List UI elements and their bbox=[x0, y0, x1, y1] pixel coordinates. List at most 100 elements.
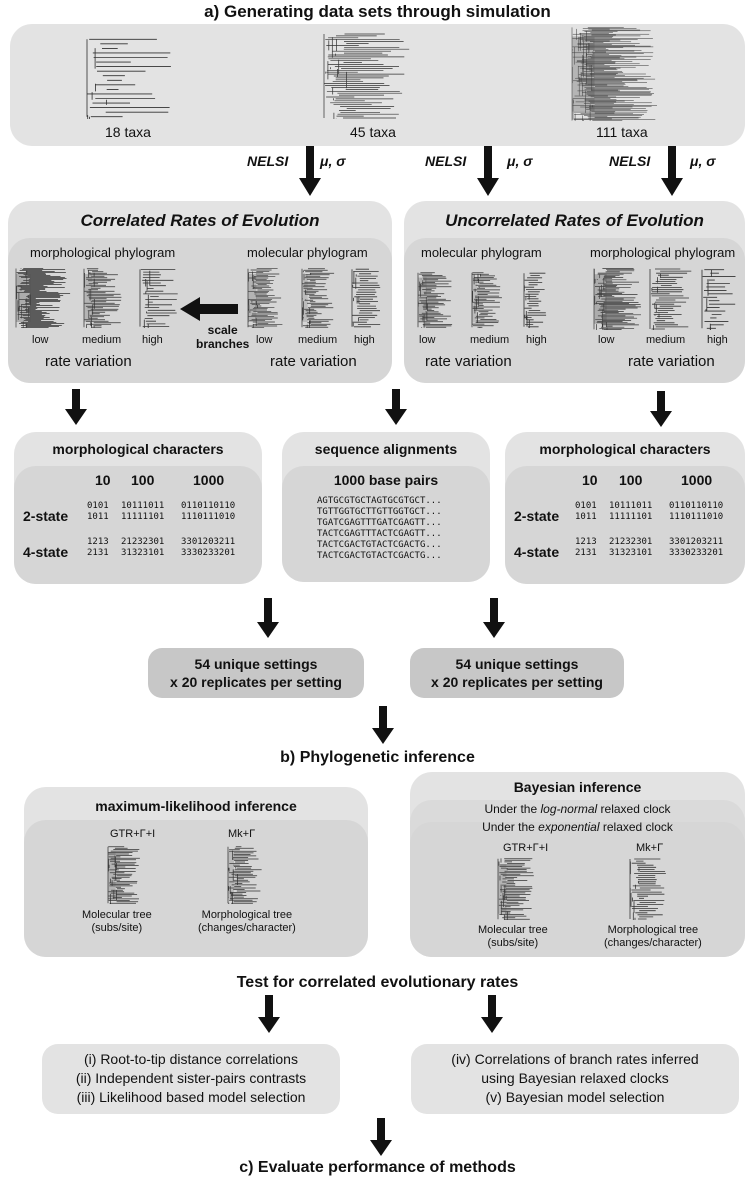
nelsi-label-3: NELSI bbox=[609, 153, 651, 169]
down-arrow-icon bbox=[481, 995, 503, 1033]
params-label-3: μ, σ bbox=[690, 153, 716, 169]
down-arrow-icon bbox=[477, 146, 499, 196]
uncorr-mol-tree-low bbox=[417, 272, 453, 328]
matrix-4s-100-r: 21232301 31323101 bbox=[609, 537, 653, 558]
test-iv-cont: using Bayesian relaxed clocks bbox=[481, 1070, 669, 1086]
morph-chars-right-inner bbox=[505, 466, 745, 584]
four-state-label-r: 4-state bbox=[514, 544, 560, 560]
matrix-2s-1000-r: 0110110110 1110111010 bbox=[669, 501, 724, 522]
ml-mol-unit: (subs/site) bbox=[91, 922, 143, 934]
corr-morph-label: morphological phylogram bbox=[30, 245, 176, 260]
matrix-4s-1000-r: 3301203211 3330233201 bbox=[669, 537, 724, 558]
corr-mol-label: molecular phylogram bbox=[247, 245, 368, 260]
matrix-4s-1000: 3301203211 3330233201 bbox=[181, 537, 236, 558]
bayes-inner-panel-2 bbox=[410, 822, 745, 957]
down-arrow-icon bbox=[258, 995, 280, 1033]
bayes-morph-unit: (changes/character) bbox=[604, 937, 702, 949]
bayes-mol-unit: (subs/site) bbox=[487, 937, 539, 949]
seq-align-inner bbox=[282, 466, 490, 582]
bayes-morph-tree bbox=[629, 858, 666, 920]
nelsi-label-1: NELSI bbox=[247, 153, 289, 169]
ml-mol-tree-label: Molecular tree bbox=[82, 909, 152, 921]
test-iii: (iii) Likelihood based model selection bbox=[76, 1089, 306, 1105]
down-arrow-icon bbox=[385, 389, 407, 425]
down-arrow-icon bbox=[650, 391, 672, 427]
bayes-model-mol: GTR+Γ+I bbox=[503, 842, 549, 854]
corr-morph-tree-low bbox=[15, 268, 71, 328]
settings-right-line2: x 20 replicates per setting bbox=[431, 674, 603, 690]
corr-mol-tree-high bbox=[351, 268, 381, 328]
four-state-label: 4-state bbox=[23, 544, 69, 560]
settings-right-line1: 54 unique settings bbox=[455, 656, 579, 672]
corr-mol-tree-medium bbox=[301, 268, 335, 328]
uncorr-rate-variation-right: rate variation bbox=[628, 353, 715, 370]
corr-morph-tree-medium bbox=[83, 268, 122, 328]
corr-right-low: low bbox=[256, 334, 273, 346]
section-c-title: c) Evaluate performance of methods bbox=[239, 1159, 516, 1176]
uncorr-right-medium: medium bbox=[646, 334, 686, 346]
taxa-label-18: 18 taxa bbox=[105, 124, 151, 140]
nelsi-label-2: NELSI bbox=[425, 153, 467, 169]
morph-chars-left-title: morphological characters bbox=[52, 441, 224, 457]
tests-left-text: (i) Root-to-tip distance correlations (ii… bbox=[42, 1050, 340, 1107]
ml-morph-caption: Morphological tree(changes/character) bbox=[198, 909, 296, 935]
matrix-2s-100-r: 10111011 11111101 bbox=[609, 501, 653, 522]
tree-45-taxa bbox=[323, 33, 410, 119]
settings-right-text: 54 unique settings x 20 replicates per se… bbox=[410, 655, 624, 691]
uncorr-right-low: low bbox=[598, 334, 615, 346]
down-arrow-icon bbox=[372, 706, 394, 744]
down-arrow-icon bbox=[370, 1118, 392, 1156]
bayes-clock2-pre: Under the bbox=[482, 820, 539, 834]
uncorr-mol-tree-high bbox=[523, 272, 547, 328]
down-arrow-icon bbox=[483, 598, 505, 638]
down-arrow-icon bbox=[65, 389, 87, 425]
corr-right-high: high bbox=[354, 334, 375, 346]
bayes-clock1-pre: Under the bbox=[484, 802, 541, 816]
morph-chars-left-inner bbox=[14, 466, 262, 584]
uncorr-mol-label: molecular phylogram bbox=[421, 245, 542, 260]
count-1000-r: 1000 bbox=[681, 472, 713, 488]
bayes-clock2-post: relaxed clock bbox=[599, 820, 673, 834]
matrix-2s-10-r: 0101 1011 bbox=[575, 501, 597, 522]
count-100-r: 100 bbox=[619, 472, 643, 488]
count-100: 100 bbox=[131, 472, 155, 488]
tree-111-taxa bbox=[571, 27, 657, 121]
corr-left-high: high bbox=[142, 334, 163, 346]
uncorr-left-medium: medium bbox=[470, 334, 510, 346]
bayes-model-morph: Mk+Γ bbox=[636, 842, 664, 854]
corr-left-low: low bbox=[32, 334, 49, 346]
uncorr-left-low: low bbox=[419, 334, 436, 346]
tests-title: Test for correlated evolutionary rates bbox=[236, 974, 519, 991]
uncorr-morph-label: morphological phylogram bbox=[590, 245, 736, 260]
corr-morph-tree-high bbox=[139, 268, 178, 328]
matrix-4s-10: 1213 2131 bbox=[87, 537, 109, 558]
matrix-2s-10: 0101 1011 bbox=[87, 501, 109, 522]
test-iv: (iv) Correlations of branch rates inferr… bbox=[451, 1051, 699, 1067]
ml-morph-tree-label: Morphological tree bbox=[201, 909, 293, 921]
uncorr-morph-tree-low bbox=[593, 268, 641, 330]
seq-align-subtitle: 1000 base pairs bbox=[333, 472, 439, 488]
settings-right-box bbox=[410, 648, 624, 698]
ml-morph-unit: (changes/character) bbox=[198, 922, 296, 934]
bayes-clock-exponential: Under the exponential relaxed clock bbox=[410, 820, 745, 834]
tests-left-box bbox=[42, 1044, 340, 1114]
test-i: (i) Root-to-tip distance correlations bbox=[84, 1051, 298, 1067]
bayes-clock2-it: exponential bbox=[538, 820, 600, 834]
count-1000: 1000 bbox=[193, 472, 225, 488]
uncorr-morph-tree-high bbox=[701, 269, 736, 330]
bayes-morph-caption: Morphological tree(changes/character) bbox=[604, 924, 702, 950]
tree-18-taxa bbox=[86, 38, 171, 119]
matrix-4s-100: 21232301 31323101 bbox=[121, 537, 165, 558]
bayes-clock1-post: relaxed clock bbox=[597, 802, 671, 816]
settings-left-line1: 54 unique settings bbox=[194, 656, 318, 672]
uncorr-rate-variation-left: rate variation bbox=[425, 353, 512, 370]
seq-align-title: sequence alignments bbox=[314, 441, 458, 457]
bayes-mol-caption: Molecular tree(subs/site) bbox=[478, 924, 548, 950]
left-arrow-icon bbox=[180, 297, 238, 321]
seq-align-lines: AGTGCGTGCTAGTGCGTGCT... TGTTGGTGCTTGTTGG… bbox=[317, 496, 442, 561]
test-v: (v) Bayesian model selection bbox=[485, 1089, 665, 1105]
tests-right-text: (iv) Correlations of branch rates inferr… bbox=[411, 1050, 739, 1107]
uncorrelated-title: Uncorrelated Rates of Evolution bbox=[445, 211, 704, 230]
